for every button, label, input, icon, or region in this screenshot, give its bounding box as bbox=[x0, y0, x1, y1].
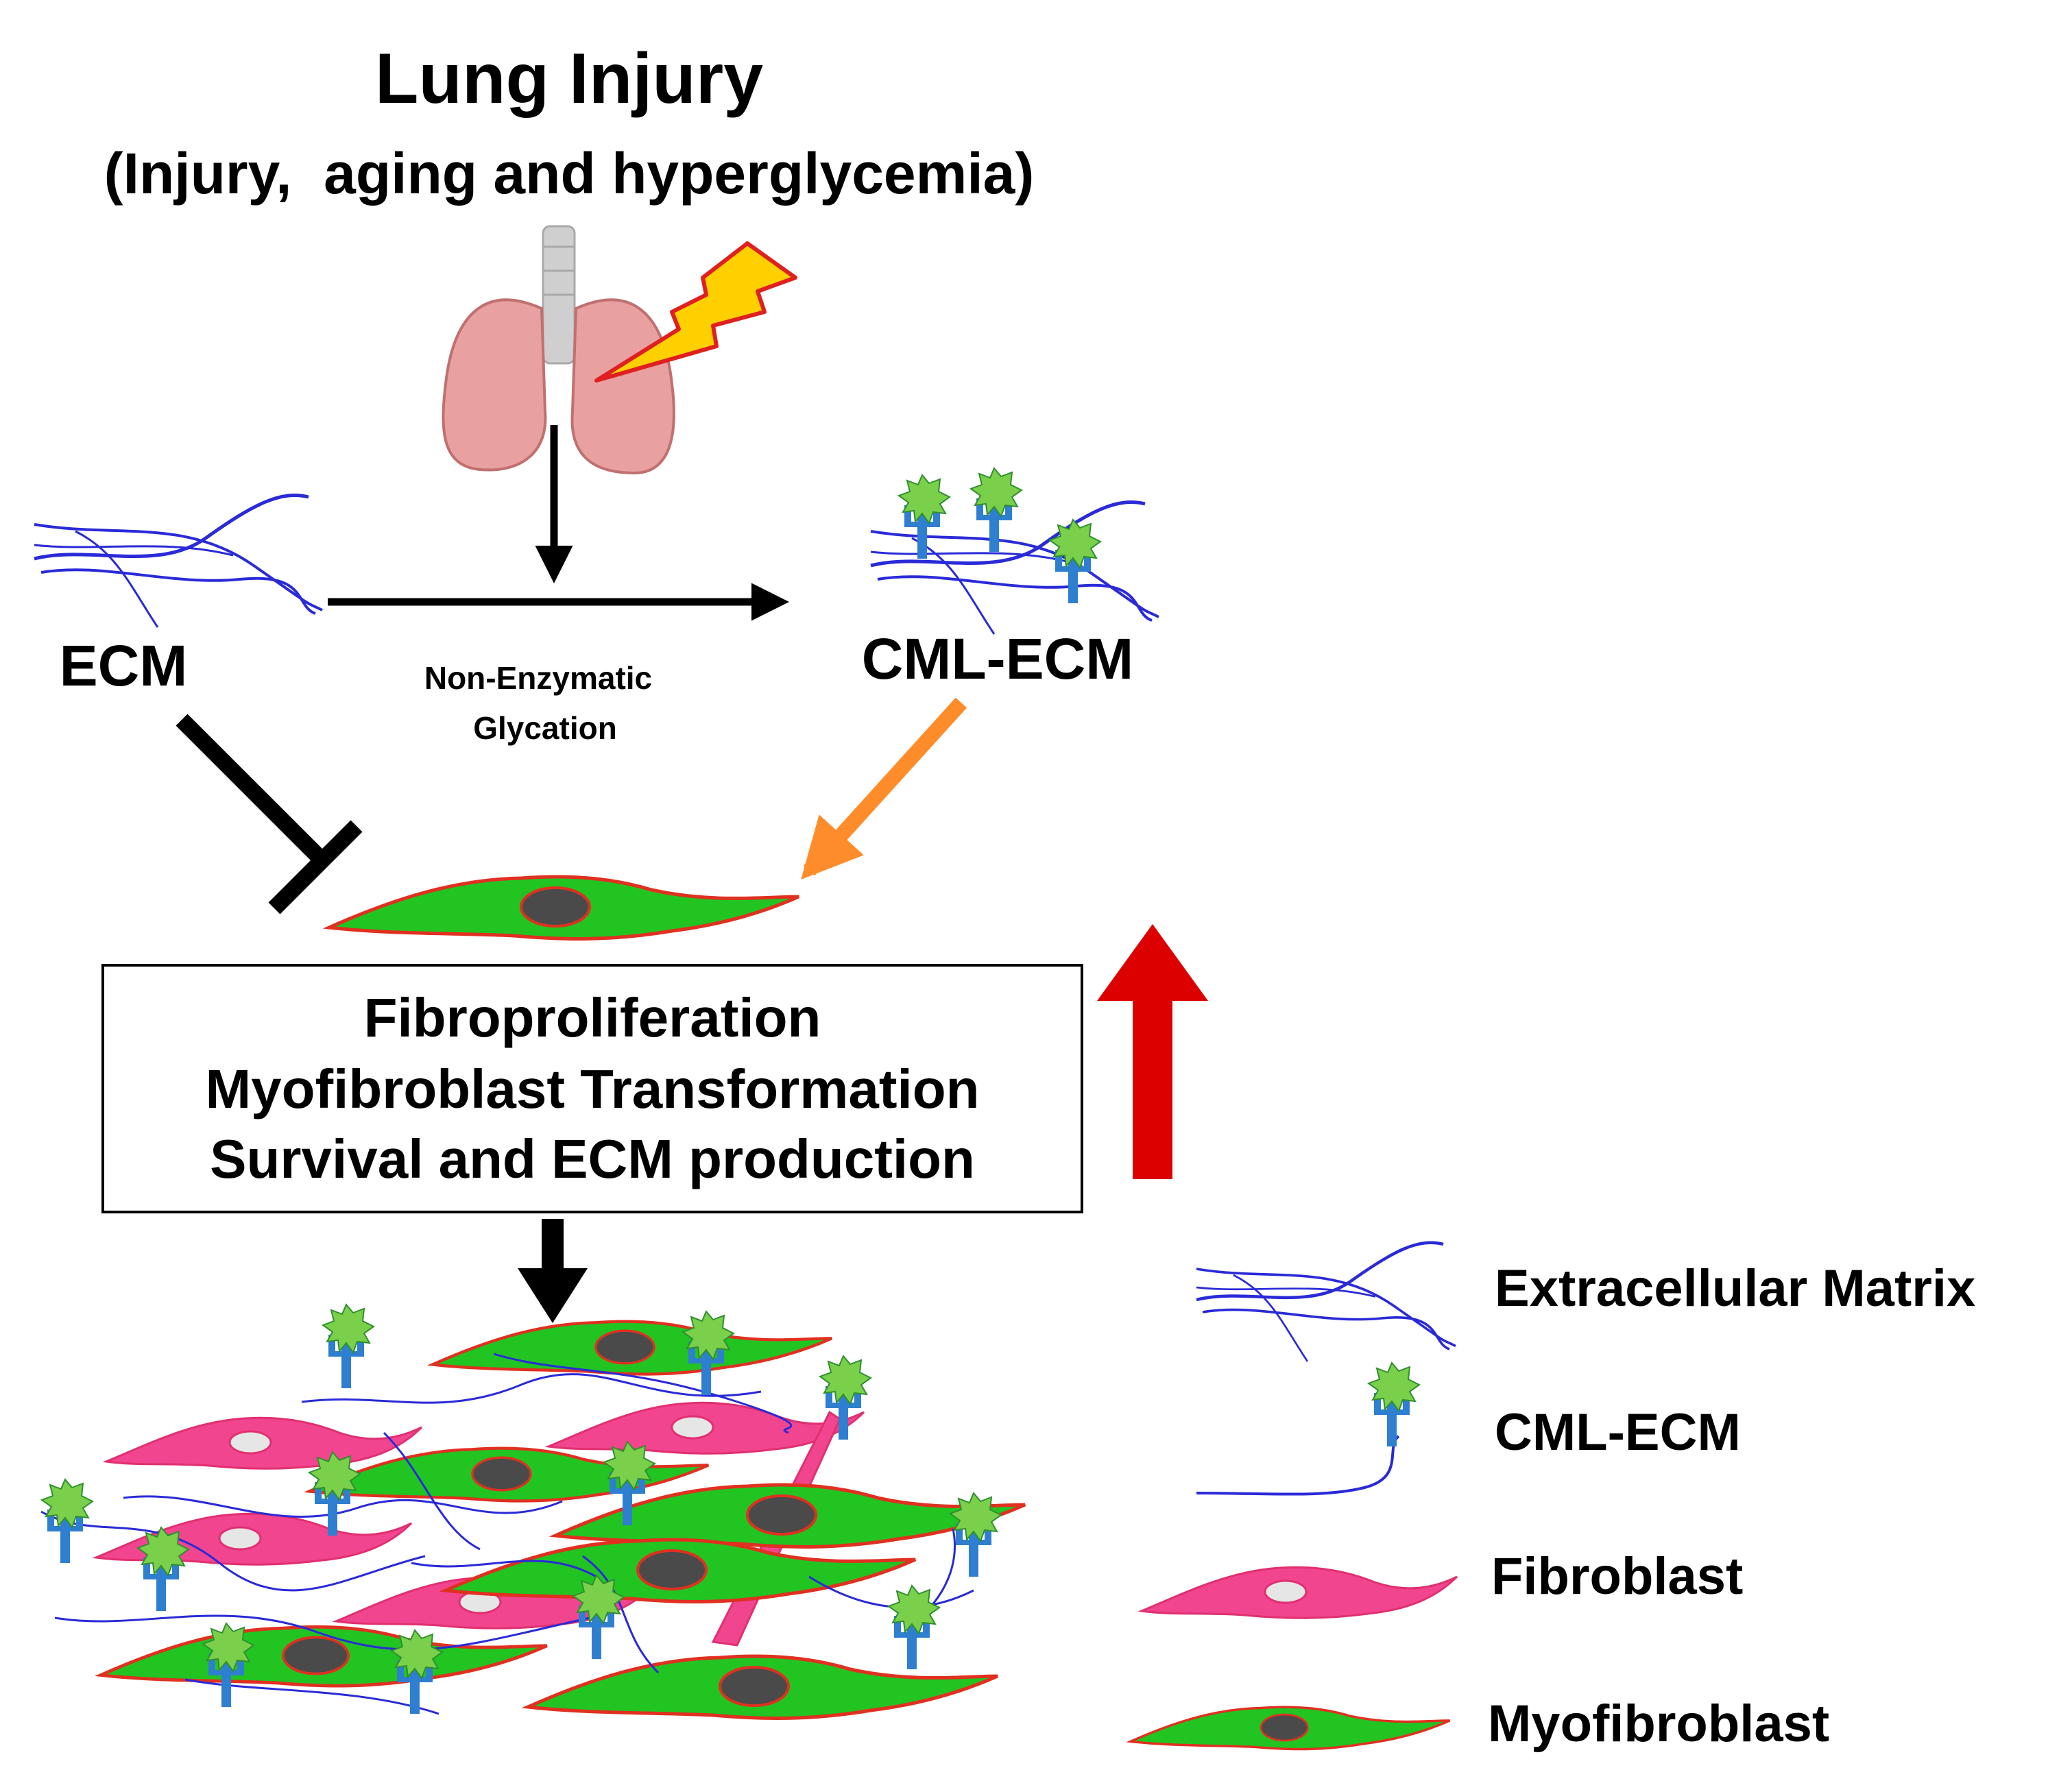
legend-cml-ecm-label: CML-ECM bbox=[1495, 1403, 1741, 1462]
legend-fibroblast-label: Fibroblast bbox=[1491, 1547, 1743, 1606]
inhibition-arrow bbox=[176, 714, 363, 914]
legend-ecm-label: Extracellular Matrix bbox=[1495, 1259, 1975, 1318]
process-label-line1: Non-Enzymatic bbox=[424, 660, 652, 696]
ecm-label: ECM bbox=[60, 633, 188, 698]
cml-ecm-label: CML-ECM bbox=[862, 627, 1134, 691]
upward-increase-arrow-icon bbox=[1097, 924, 1208, 1179]
legend-fibroblast-swatch bbox=[1140, 1566, 1458, 1619]
fibrotic-tissue-cluster bbox=[40, 1304, 1025, 1718]
lightning-bolt-icon bbox=[594, 241, 797, 383]
cml-activation-arrow bbox=[801, 697, 967, 880]
outcome-box: Fibroproliferation Myofibroblast Transfo… bbox=[101, 964, 1083, 1213]
legend-cml-ecm-swatch bbox=[1196, 1362, 1420, 1496]
process-label-line2: Glycation bbox=[473, 710, 617, 746]
legend-ecm-swatch bbox=[1196, 1243, 1456, 1361]
outcome-line3: Survival and ECM production bbox=[210, 1128, 975, 1189]
ecm-fiber-network bbox=[34, 496, 322, 628]
outcome-line1: Fibroproliferation bbox=[364, 987, 821, 1048]
diagram-subtitle: (Injury, aging and hyperglycemia) bbox=[104, 141, 1035, 206]
diagram-title: Lung Injury bbox=[375, 39, 763, 119]
fibrosis-down-arrow bbox=[518, 1219, 588, 1323]
myofibroblast-cell bbox=[329, 877, 799, 938]
cml-ecm-fiber-network bbox=[871, 468, 1159, 634]
legend-myofibroblast-swatch bbox=[1129, 1706, 1451, 1751]
legend-myofibroblast-label: Myofibroblast bbox=[1488, 1695, 1829, 1753]
legend: Extracellular Matrix CML-ECM Fibroblast … bbox=[1129, 1243, 1975, 1753]
lung-icon bbox=[442, 225, 675, 475]
outcome-line2: Myofibroblast Transformation bbox=[206, 1058, 980, 1119]
